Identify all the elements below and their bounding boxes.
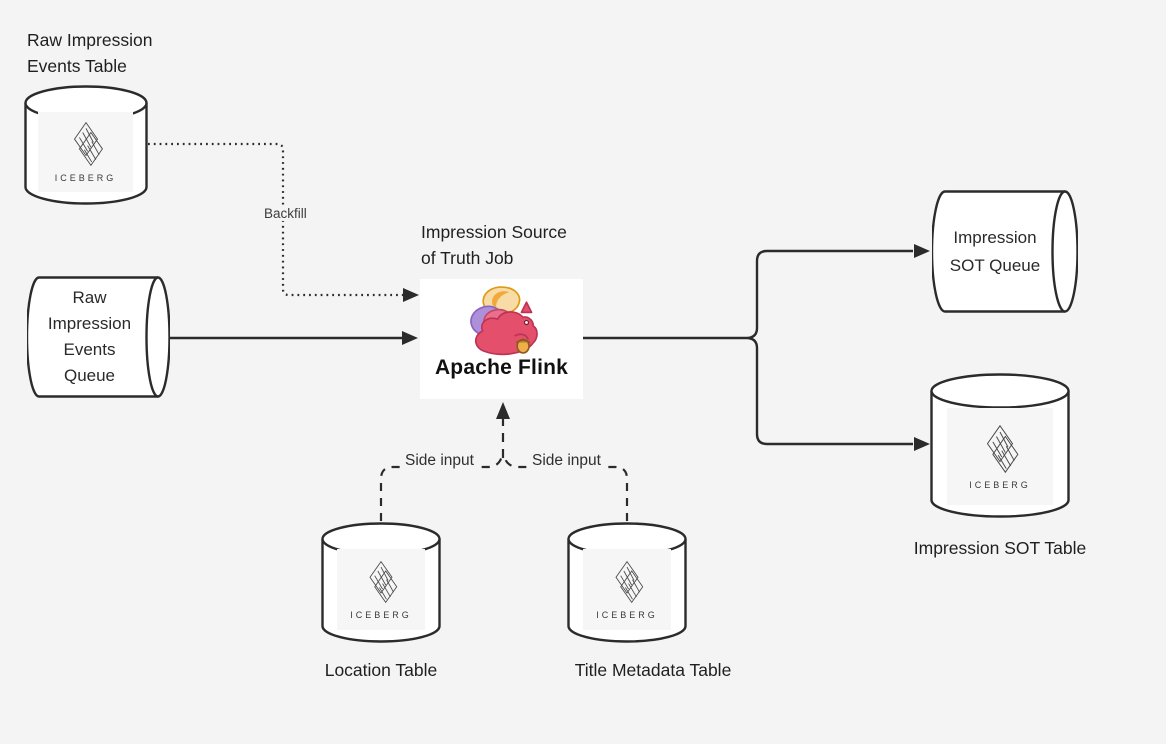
raw-impression-events-table-label: Raw Impression Events Table [27,30,153,76]
cylinder-shape [27,276,170,398]
cylinder-shape [932,190,1078,313]
iceberg-wordmark: ICEBERG [596,609,658,620]
edge-side-input-right [502,454,629,521]
edge-backfill-dotted [148,142,404,297]
node-impression-job: Apache Flink [420,279,583,399]
iceberg-logo-icon [615,560,644,603]
edge-side-input-left [379,454,504,521]
edge-flink-to-sot-table [747,336,913,446]
raw-impression-events-queue-label: Raw Impression Events Queue [47,288,132,385]
arrowhead-icon [914,244,930,258]
side-input-left-label: Side input [400,452,479,470]
edge-flink-to-sot-queue [583,249,913,340]
impression-job-title: Impression Source of Truth Job [421,222,567,268]
node-location-table: ICEBERG [321,522,441,643]
iceberg-logo-card: ICEBERG [337,549,425,630]
iceberg-logo-card: ICEBERG [583,549,671,630]
impression-sot-queue-label: Impression SOT Queue [949,227,1041,275]
flink-squirrel-icon [469,286,538,356]
iceberg-logo-card: ICEBERG [38,112,133,192]
iceberg-logo-icon [73,121,103,167]
iceberg-logo-icon [986,424,1019,473]
flink-engine-label: Apache Flink [434,356,569,379]
iceberg-wordmark: ICEBERG [969,479,1031,490]
impression-sot-table-label: Impression SOT Table [913,538,1087,558]
node-title-metadata-table: ICEBERG [567,522,687,643]
iceberg-logo-card: ICEBERG [947,408,1053,505]
arrowhead-icon [914,437,930,451]
iceberg-logo-icon [369,560,398,603]
node-raw-impression-events-queue: Raw Impression Events Queue [27,276,170,398]
location-table-label: Location Table [324,660,438,680]
side-input-right-label: Side input [527,452,606,470]
iceberg-wordmark: ICEBERG [54,173,117,183]
arrowhead-icon [403,288,419,302]
arrowhead-icon [496,402,510,419]
iceberg-wordmark: ICEBERG [350,609,412,620]
title-metadata-table-label: Title Metadata Table [574,660,732,680]
arrowhead-icon [402,331,418,345]
backfill-edge-label: Backfill [259,206,312,221]
node-impression-sot-queue: Impression SOT Queue [932,190,1078,313]
node-impression-sot-table: ICEBERG [930,373,1070,518]
node-raw-impression-events-table: ICEBERG [24,85,148,205]
